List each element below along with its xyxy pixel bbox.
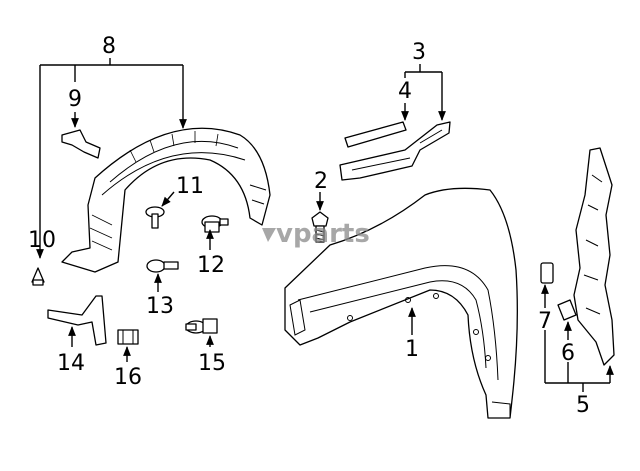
callout-6: 6 bbox=[561, 341, 575, 366]
callout-14: 14 bbox=[57, 351, 85, 376]
callout-3: 3 bbox=[412, 40, 426, 65]
liner-clip-part bbox=[31, 267, 45, 286]
callout-10: 10 bbox=[28, 228, 56, 253]
clip-7-part bbox=[540, 262, 554, 284]
callout-11: 11 bbox=[176, 174, 204, 199]
bracket-14-part bbox=[47, 295, 107, 346]
bolt-15-part bbox=[185, 318, 218, 334]
bolt-12-part bbox=[201, 215, 229, 233]
callout-16: 16 bbox=[114, 365, 142, 390]
callout-labels: 8 9 10 11 12 13 14 15 16 2 3 4 1 7 6 5 bbox=[28, 34, 590, 418]
callout-8: 8 bbox=[102, 34, 116, 59]
callout-13: 13 bbox=[146, 294, 174, 319]
bolt-13-part bbox=[146, 259, 179, 273]
callout-1: 1 bbox=[405, 337, 419, 362]
clip-16-part bbox=[117, 329, 139, 345]
watermark: vparts bbox=[262, 219, 370, 249]
callout-2: 2 bbox=[314, 169, 328, 194]
fender-panel-5-part bbox=[573, 147, 615, 366]
callout-15: 15 bbox=[198, 351, 226, 376]
leader-lines bbox=[36, 58, 614, 392]
bolt-2-part bbox=[311, 211, 329, 243]
seal-4-part bbox=[344, 121, 407, 148]
callout-12: 12 bbox=[197, 253, 225, 278]
liner-bracket-part bbox=[61, 129, 101, 159]
clip-6-part bbox=[557, 299, 577, 321]
callout-9: 9 bbox=[68, 87, 82, 112]
fender-bracket-3-part bbox=[339, 121, 451, 181]
callout-4: 4 bbox=[398, 79, 412, 104]
fender-liner-part bbox=[61, 127, 271, 273]
clip-11-part bbox=[145, 206, 165, 229]
front-fender-part bbox=[284, 187, 518, 419]
watermark-logo-mark bbox=[262, 228, 276, 242]
callout-7: 7 bbox=[538, 309, 552, 334]
watermark-text: vparts bbox=[276, 219, 370, 249]
callout-5: 5 bbox=[576, 393, 590, 418]
